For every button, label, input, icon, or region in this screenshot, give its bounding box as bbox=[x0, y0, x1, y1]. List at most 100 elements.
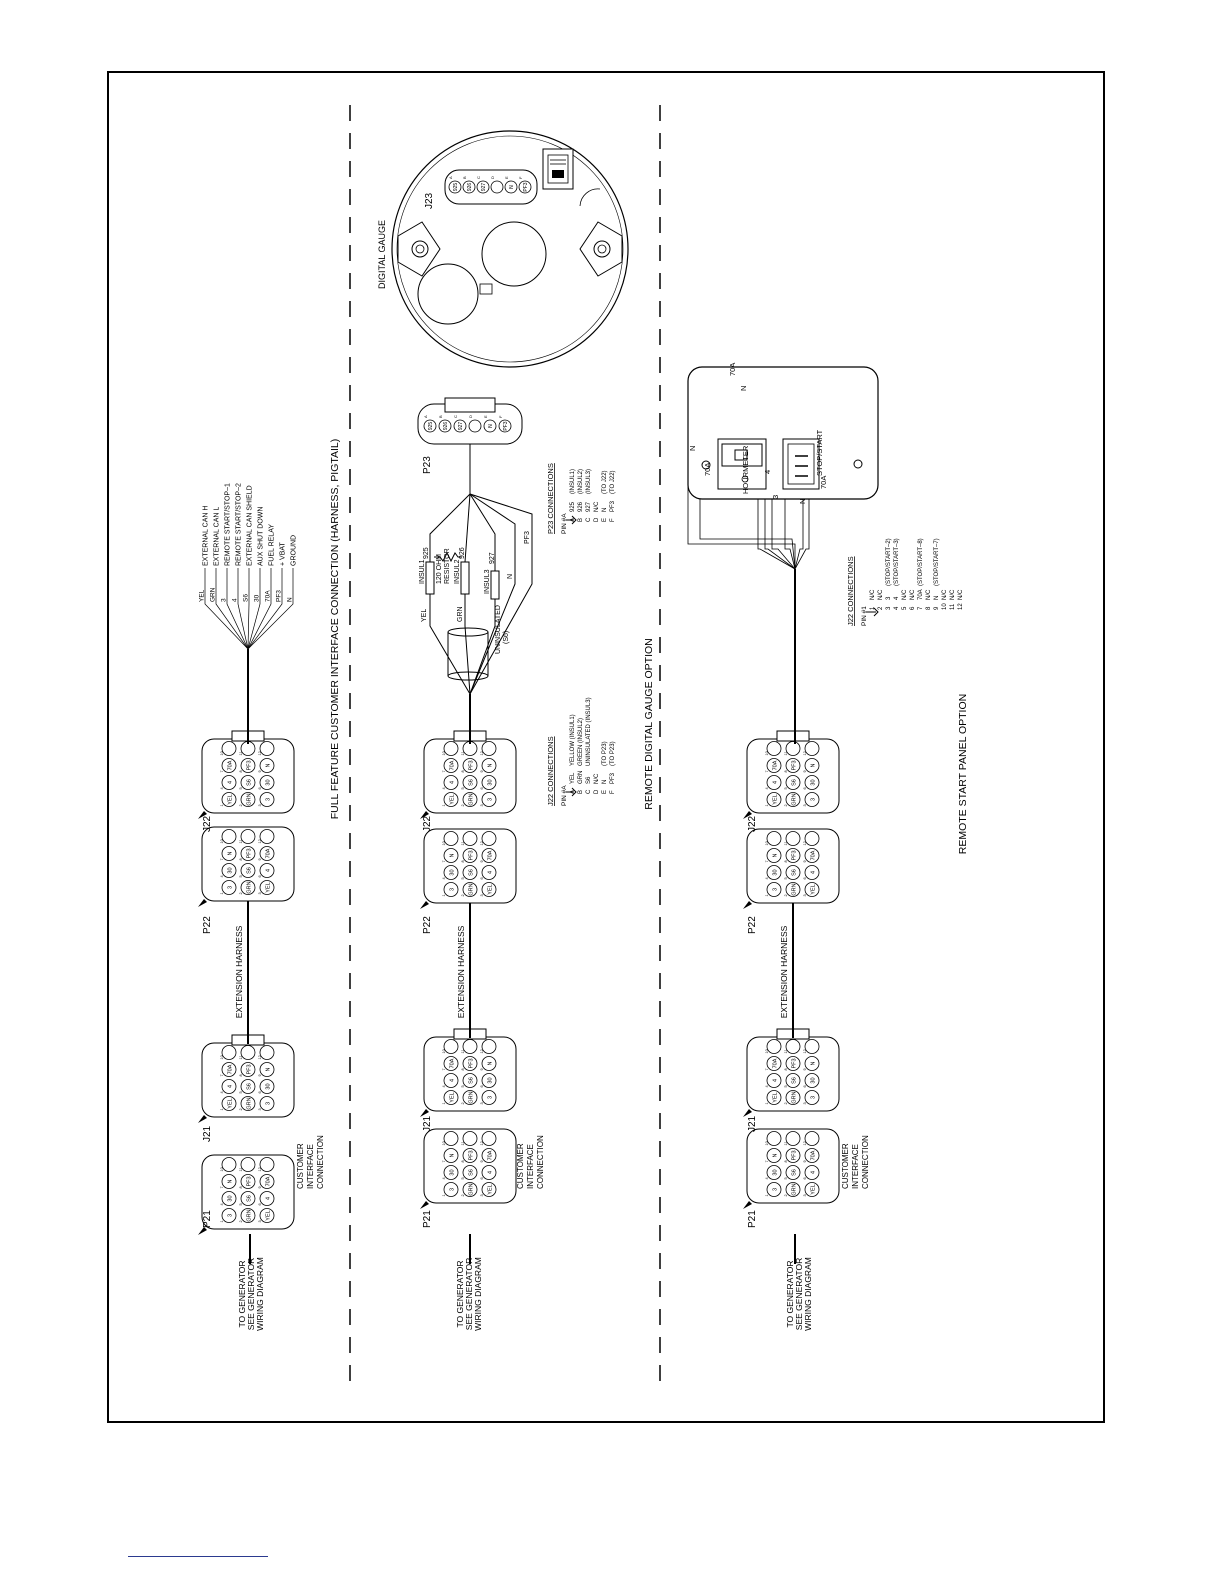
j23-pin bbox=[504, 180, 518, 194]
label-j22: J22 bbox=[202, 815, 213, 832]
pigtail-wire-label: S6 bbox=[243, 594, 250, 602]
customer-interface-line-2: INTERFACE bbox=[851, 1144, 860, 1189]
pigtail-wire-label: N bbox=[287, 597, 294, 602]
section-full-feature: FULL FEATURE CUSTOMER INTERFACE CONNECTI… bbox=[198, 439, 341, 1331]
connector-pin bbox=[481, 1148, 497, 1163]
table-cell: (INSUL2) bbox=[578, 469, 584, 494]
pin-label: 4 bbox=[449, 781, 455, 784]
table-cell: 11 bbox=[950, 603, 956, 610]
pin-label: 70A bbox=[810, 850, 816, 860]
connector-pin bbox=[785, 865, 801, 880]
connector-pin bbox=[240, 1062, 256, 1077]
pin-number: 2 bbox=[461, 804, 465, 806]
connector-pin bbox=[462, 792, 478, 807]
p23-pin-label: 926 bbox=[443, 422, 449, 431]
label-j21: J21 bbox=[202, 1125, 213, 1142]
insul2-block bbox=[460, 561, 470, 595]
table-cell: 1 bbox=[870, 606, 876, 610]
pin-number: 2 bbox=[461, 894, 465, 896]
table-cell: B bbox=[578, 790, 584, 794]
pin-number: 11 bbox=[784, 1142, 788, 1146]
stop-start-switch-inner bbox=[787, 443, 815, 485]
p23-pin-letter: E bbox=[483, 415, 488, 418]
connector-pin bbox=[240, 1191, 256, 1206]
pin-number: 4 bbox=[765, 877, 769, 879]
pin-label: S6 bbox=[791, 1169, 797, 1176]
pigtail-function-label: EXTERNAL CAN H bbox=[203, 506, 210, 566]
wire-926-to-p23 bbox=[464, 493, 471, 563]
connector-pin bbox=[766, 1182, 782, 1197]
pin-number: 3 bbox=[803, 804, 807, 806]
pin-label: S6 bbox=[246, 867, 252, 874]
p23-pin-letter: C bbox=[453, 415, 458, 418]
pin-label: YEL bbox=[487, 1184, 493, 1194]
pin-number: 12 bbox=[803, 1141, 807, 1145]
pin-label: GRN bbox=[468, 883, 474, 895]
pin-number: 11 bbox=[784, 842, 788, 846]
label-uninsulated-2: (S6) bbox=[503, 631, 510, 644]
pigtail-wire-label: 70A bbox=[265, 590, 272, 602]
pin-label: S6 bbox=[791, 779, 797, 786]
table-cell: N/C bbox=[594, 501, 600, 512]
j23-pin-label: 925 bbox=[453, 183, 459, 192]
pin-number: 9 bbox=[480, 1068, 484, 1070]
label-pf3: PF3 bbox=[524, 531, 531, 544]
pin-number: 5 bbox=[461, 1085, 465, 1087]
pin-label: 70A bbox=[772, 1058, 778, 1068]
pigtail-wire-label: 4 bbox=[232, 598, 239, 602]
pin-number: 4 bbox=[765, 1177, 769, 1179]
wire-927-to-p23 bbox=[469, 493, 496, 571]
connector-pin bbox=[443, 1056, 459, 1071]
hourmeter-label: HOURMETER bbox=[741, 445, 750, 494]
p23-pin bbox=[498, 419, 512, 433]
pin-number: 4 bbox=[220, 875, 224, 877]
page-bottom-rule bbox=[128, 1556, 268, 1557]
label-uninsulated-1: UNINSULATED bbox=[495, 605, 502, 654]
pin-label: YEL bbox=[810, 884, 816, 894]
connector-pin bbox=[804, 882, 820, 897]
pin-label: 30 bbox=[810, 779, 816, 785]
remote-start-panel: HOURMETER STOP/START bbox=[687, 366, 879, 500]
connector-pin bbox=[259, 1079, 275, 1094]
pin-number: 9 bbox=[258, 770, 262, 772]
table-cell: C bbox=[586, 789, 592, 794]
pin-label: YEL bbox=[449, 794, 455, 804]
pin-label: 3 bbox=[227, 1214, 233, 1217]
pin-label: 70A bbox=[772, 760, 778, 770]
p23-pin-letter: A bbox=[423, 415, 428, 418]
label-925: 925 bbox=[423, 547, 430, 559]
pin-number: 1 bbox=[442, 1194, 446, 1196]
connector-pin bbox=[240, 1045, 256, 1060]
harness-wire-4 bbox=[757, 474, 796, 570]
label-grn: GRN bbox=[457, 606, 464, 622]
gauge-inner-ring bbox=[396, 135, 624, 363]
connector-key-mark bbox=[743, 1201, 752, 1209]
connector-pin bbox=[259, 1045, 275, 1060]
pin-number: 3 bbox=[480, 1102, 484, 1104]
p23-pin-letter: B bbox=[438, 415, 443, 418]
connector-latch bbox=[776, 730, 810, 742]
pin-label: GRN bbox=[791, 793, 797, 805]
label-p22: P22 bbox=[422, 916, 433, 934]
pigtail-wire-label: 30 bbox=[254, 594, 261, 602]
connector-pin bbox=[481, 1131, 497, 1146]
pin-label: 30 bbox=[265, 1083, 271, 1089]
pin-label: PF3 bbox=[468, 760, 474, 770]
pin-number: 2 bbox=[461, 1194, 465, 1196]
pin-number: 6 bbox=[258, 1203, 262, 1205]
connector-pin bbox=[221, 792, 237, 807]
to-generator-note: TO GENERATOR SEE GENERATOR WIRING DIAGRA… bbox=[237, 1257, 265, 1331]
pin-number: 6 bbox=[480, 787, 484, 789]
pin-label: 30 bbox=[810, 1077, 816, 1083]
j22-table-title: J22 CONNECTIONS bbox=[546, 736, 555, 806]
pin-label: 4 bbox=[487, 1171, 493, 1174]
customer-interface-line-1: CUSTOMER bbox=[841, 1143, 850, 1189]
hourmeter-digit bbox=[734, 449, 748, 461]
table-cell: E bbox=[602, 518, 608, 522]
pin-label: 30 bbox=[449, 1169, 455, 1175]
pin-label: PF3 bbox=[246, 1176, 252, 1186]
table-cell: 7 bbox=[918, 606, 924, 610]
connector-pin bbox=[443, 1165, 459, 1180]
